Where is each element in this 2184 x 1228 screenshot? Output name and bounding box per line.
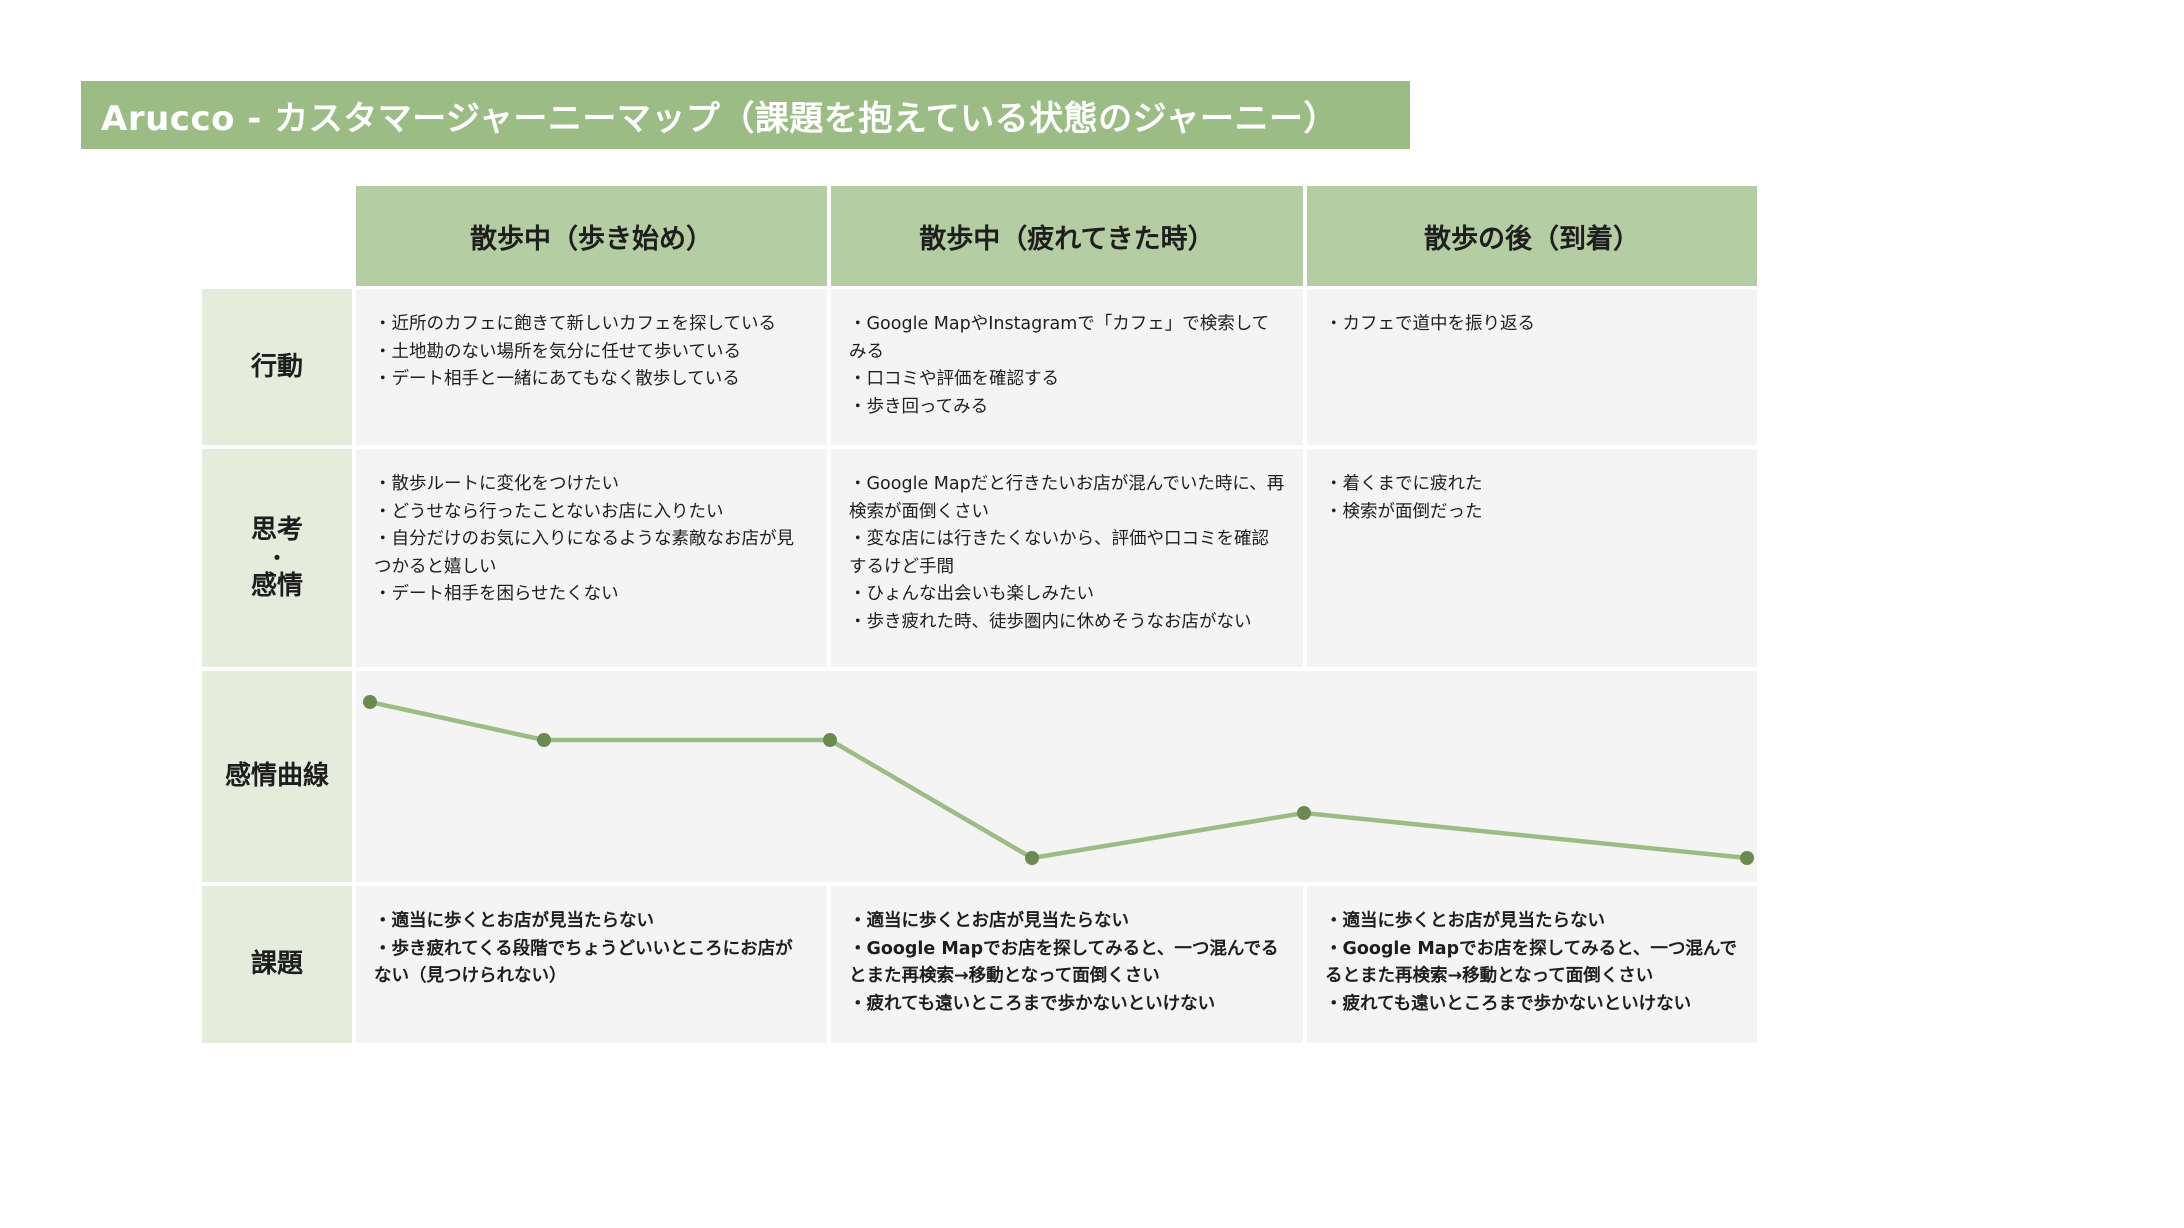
thought-cell-walk-tired: ・Google Mapだと行きたいお店が混んでいた時に、再検索が面倒くさい ・変… <box>831 449 1303 667</box>
row-label-thought: 思考 ・ 感情 <box>202 449 352 667</box>
list-item: ・Google Mapだと行きたいお店が混んでいた時に、再検索が面倒くさい <box>849 474 1285 522</box>
list-item: ・適当に歩くとお店が見当たらない <box>1325 911 1605 931</box>
action-cell-walk-tired: ・Google MapやInstagramで「カフェ」で検索してみる ・口コミや… <box>831 289 1303 445</box>
list-item: ・検索が面倒だった <box>1325 501 1483 522</box>
list-item: ・散歩ルートに変化をつけたい <box>374 474 619 494</box>
row-label-action: 行動 <box>202 289 352 445</box>
issues-cell-after-walk: ・適当に歩くとお店が見当たらない ・Google Mapでお店を探してみると、一… <box>1307 886 1757 1043</box>
row-label-feeling-text: 感情 <box>250 571 303 601</box>
column-header-after-walk: 散歩の後（到着） <box>1307 186 1757 286</box>
list-item: ・着くまでに疲れた <box>1325 474 1483 494</box>
list-item: ・どうせなら行ったことないお店に入りたい <box>374 501 724 522</box>
column-header-walk-tired: 散歩中（疲れてきた時） <box>831 186 1303 286</box>
issues-cell-walk-start: ・適当に歩くとお店が見当たらない ・歩き疲れてくる段階でちょうどいいところにお店… <box>356 886 827 1043</box>
list-item: ・デート相手と一緒にあてもなく散歩している <box>374 369 740 389</box>
list-item: ・自分だけのお気に入りになるような素敵なお店が見つかると嬉しい <box>374 529 794 577</box>
list-item: ・口コミや評価を確認する <box>849 369 1059 389</box>
thought-cell-walk-start: ・散歩ルートに変化をつけたい ・どうせなら行ったことないお店に入りたい ・自分だ… <box>356 449 827 667</box>
action-cell-walk-start: ・近所のカフェに飽きて新しいカフェを探している ・土地勘のない場所を気分に任せて… <box>356 289 827 445</box>
column-header-walk-start: 散歩中（歩き始め） <box>356 186 827 286</box>
page-title: Arucco - カスタマージャーニーマップ（課題を抱えている状態のジャーニー） <box>101 98 1338 139</box>
list-item: ・ひょんな出会いも楽しみたい <box>849 584 1094 604</box>
list-item: ・Google MapやInstagramで「カフェ」で検索してみる <box>849 314 1270 362</box>
row-label-thought-text: 思考 <box>250 514 303 545</box>
row-label-issues: 課題 <box>202 886 352 1043</box>
list-item: ・適当に歩くとお店が見当たらない <box>374 911 654 931</box>
list-item: ・デート相手を困らせたくない <box>374 584 619 604</box>
list-item: ・疲れても遠いところまで歩かないといけない <box>849 993 1216 1014</box>
list-item: ・土地勘のない場所を気分に任せて歩いている <box>374 341 741 362</box>
list-item: ・疲れても遠いところまで歩かないといけない <box>1325 993 1692 1014</box>
thought-cell-after-walk: ・着くまでに疲れた ・検索が面倒だった <box>1307 449 1757 667</box>
list-item: ・変な店には行きたくないから、評価や口コミを確認するけど手間 <box>849 529 1269 577</box>
list-item: ・近所のカフェに飽きて新しいカフェを探している <box>374 314 776 334</box>
row-label-separator: ・ <box>267 546 287 570</box>
row-label-emotion-curve: 感情曲線 <box>202 671 352 882</box>
list-item: ・Google Mapでお店を探してみると、一つ混んでるとまた再検索→移動となっ… <box>849 938 1279 987</box>
row-label-emotion-text: 感情曲線 <box>224 761 329 792</box>
list-item: ・適当に歩くとお店が見当たらない <box>849 911 1129 931</box>
emotion-curve-area <box>356 671 1757 882</box>
list-item: ・歩き回ってみる <box>849 396 989 417</box>
action-cell-after-walk: ・カフェで道中を振り返る <box>1307 289 1757 445</box>
list-item: ・歩き疲れてくる段階でちょうどいいところにお店がない（見つけられない） <box>374 938 793 987</box>
issues-cell-walk-tired: ・適当に歩くとお店が見当たらない ・Google Mapでお店を探してみると、一… <box>831 886 1303 1043</box>
title-bar: Arucco - カスタマージャーニーマップ（課題を抱えている状態のジャーニー） <box>81 81 1410 149</box>
list-item: ・Google Mapでお店を探してみると、一つ混んでるとまた再検索→移動となっ… <box>1325 938 1738 987</box>
row-label-issues-text: 課題 <box>250 949 303 980</box>
list-item: ・歩き疲れた時、徒歩圏内に休めそうなお店がない <box>849 611 1252 632</box>
list-item: ・カフェで道中を振り返る <box>1325 314 1535 334</box>
row-label-action-text: 行動 <box>250 351 303 382</box>
